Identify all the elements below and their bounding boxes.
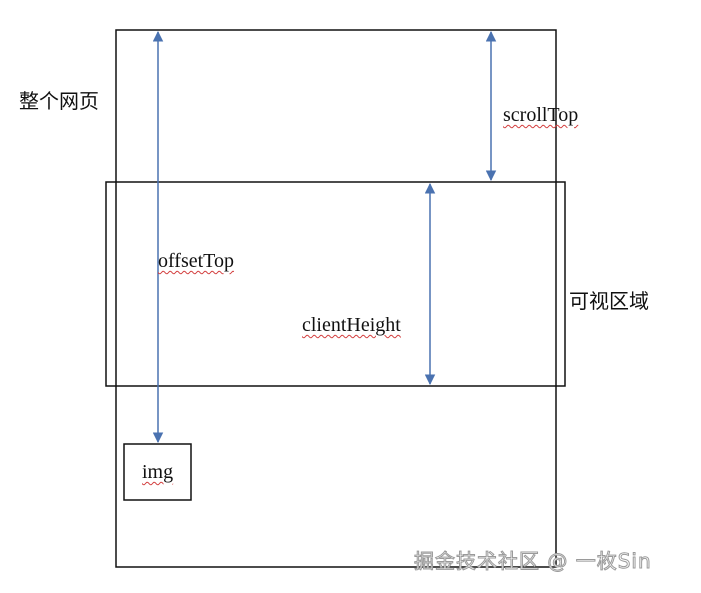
img-box [123, 443, 192, 501]
watermark-text: 掘金技术社区 @ 一枚Sin [414, 549, 652, 573]
whole-page-box [115, 29, 557, 568]
visible-area-label: 可视区域 [569, 289, 649, 313]
offset-top-label: offsetTop [158, 250, 234, 272]
whole-page-label: 整个网页 [19, 89, 99, 113]
img-label: img [142, 461, 174, 483]
client-height-label: clientHeight [302, 314, 401, 336]
scroll-top-label: scrollTop [503, 104, 579, 126]
visible-area-box [105, 181, 566, 387]
